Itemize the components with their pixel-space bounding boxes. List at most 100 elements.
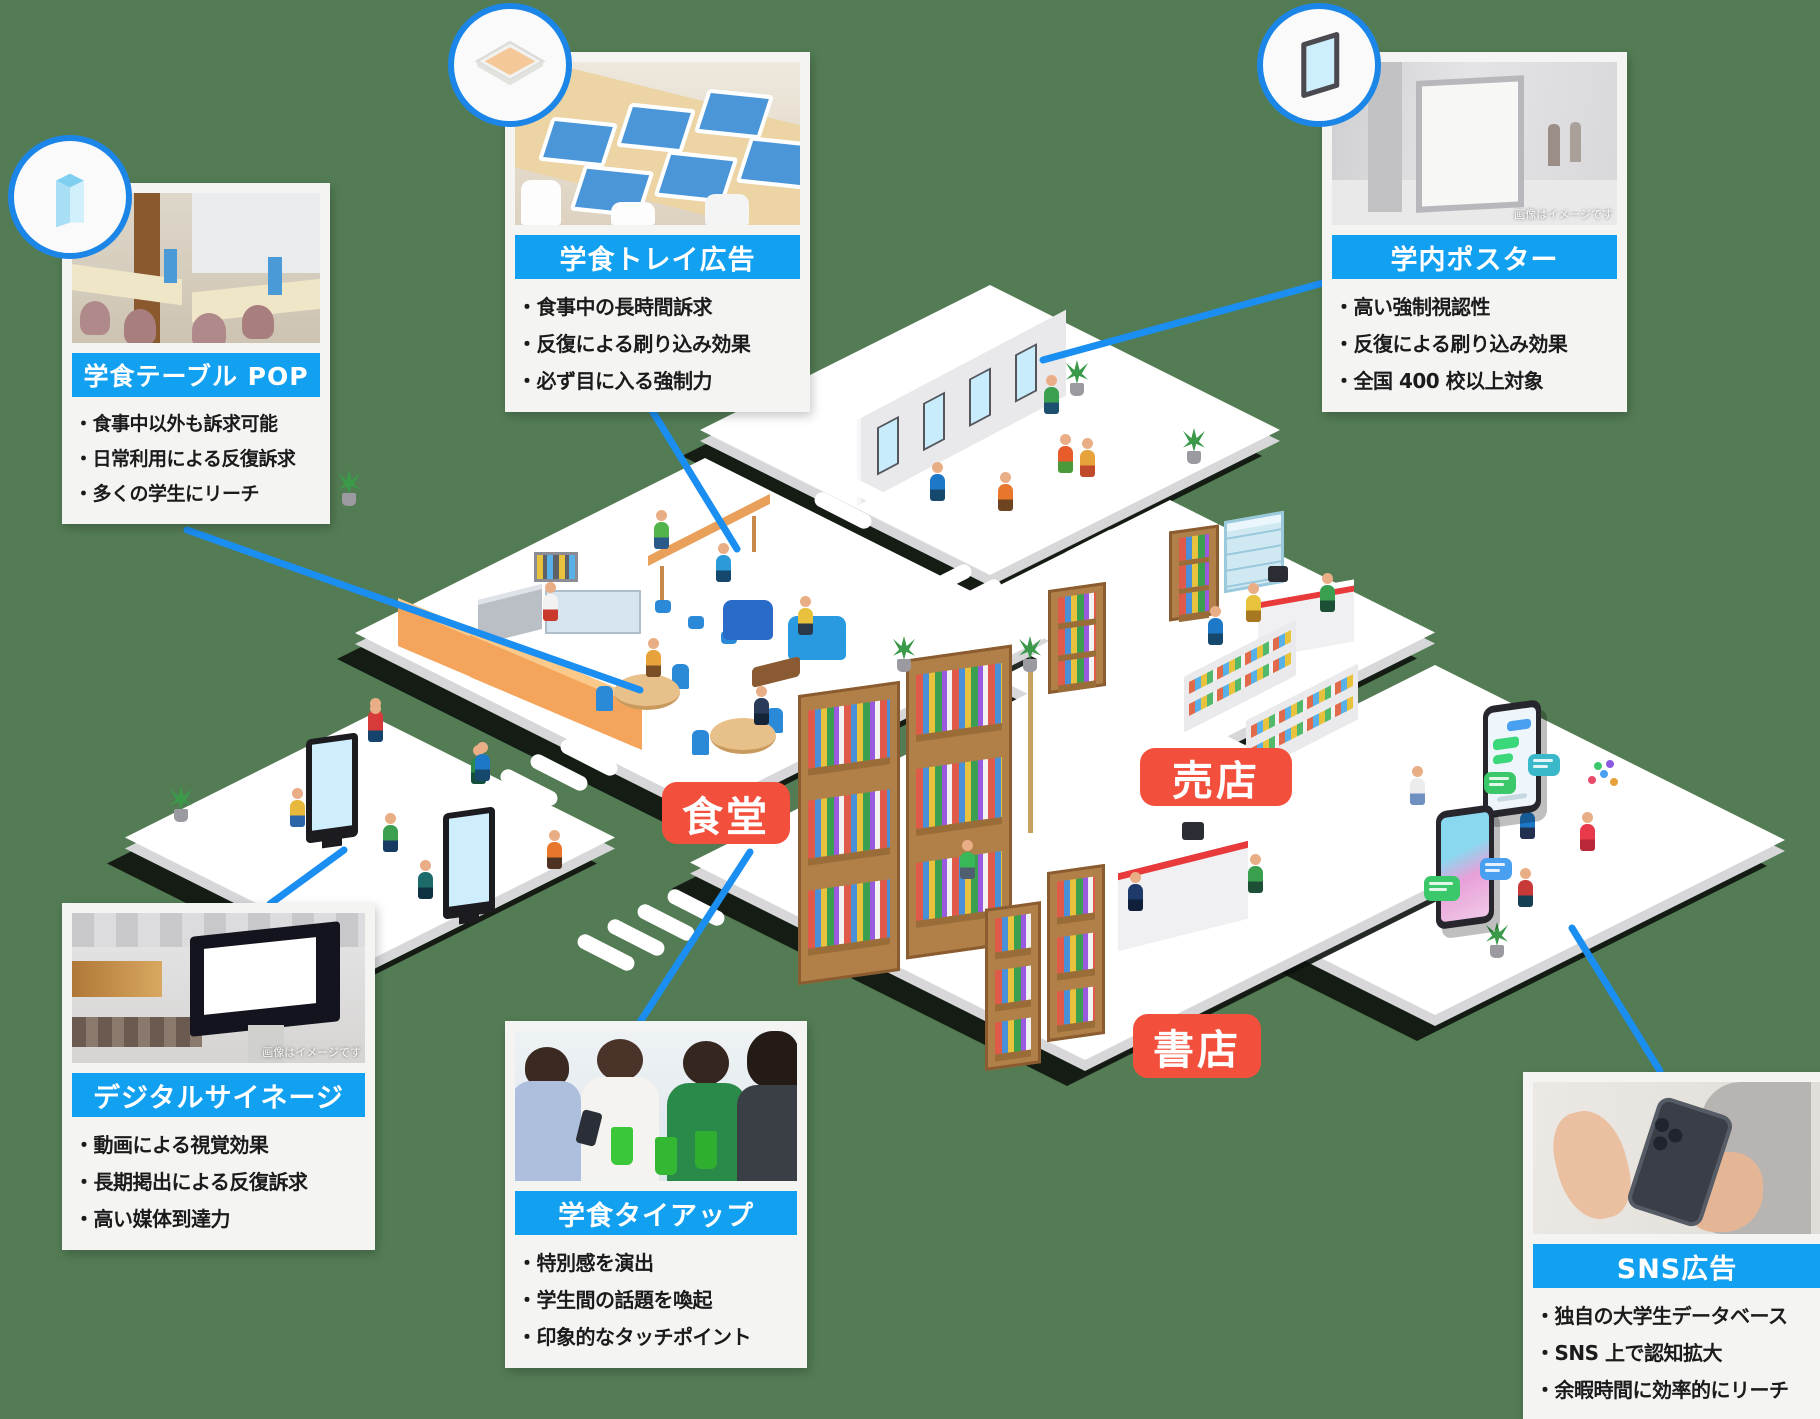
person (1208, 606, 1223, 645)
serving-display-case (545, 590, 641, 634)
photo-green-drink (611, 1127, 633, 1165)
person (1128, 872, 1143, 911)
photo-pop-stand (164, 249, 177, 283)
photo-note: 画像はイメージです (262, 1046, 361, 1059)
menu-board (534, 552, 578, 582)
bullet-list: ・独自の大学生データベース ・SNS 上で認知拡大 ・余暇時間に効率的にリーチ (1533, 1298, 1820, 1409)
person (1246, 583, 1261, 622)
wall-poster (877, 415, 899, 476)
stool (688, 616, 704, 629)
photo-tray (537, 116, 619, 168)
sofa (723, 600, 773, 640)
bullet: ・日常利用による反復訴求 (74, 448, 296, 471)
bullet: ・高い強制視認性 (1334, 295, 1491, 319)
chat-bubble (1424, 876, 1460, 901)
bullet: ・印象的なタッチポイント (517, 1325, 752, 1349)
photo-person-silhouette (1570, 122, 1581, 162)
wall-poster (1015, 343, 1037, 403)
person (1518, 868, 1533, 907)
person (960, 840, 975, 879)
photo-chair (521, 180, 561, 225)
bullet: ・反復による刷り込み効果 (517, 332, 751, 356)
person (654, 510, 669, 549)
bullet: ・食事中の長時間訴求 (517, 295, 713, 319)
bullet: ・反復による刷り込み効果 (1334, 332, 1568, 356)
card-title: 学食トレイ広告 (515, 235, 800, 279)
person (930, 462, 945, 501)
photo-chair (124, 309, 156, 343)
social-icons-burst (1588, 776, 1596, 784)
sofa (788, 616, 846, 660)
person (543, 582, 558, 621)
badge-bookstore: 書店 (1133, 1014, 1261, 1078)
book-display-shelf (985, 901, 1041, 1071)
photo-shop-lights (72, 961, 162, 997)
table-leg (660, 566, 664, 602)
bookstore-monitor (1182, 822, 1204, 840)
wall-poster (969, 367, 991, 427)
photo-chair (242, 305, 274, 339)
person (475, 742, 490, 781)
person (547, 830, 562, 869)
dining-chair (692, 730, 709, 755)
photo-student-shirt (667, 1083, 747, 1181)
photo-seats (72, 1017, 202, 1047)
photo-signage-display (204, 937, 316, 1015)
card-title: 学内ポスター (1332, 235, 1617, 279)
potted-plant (170, 786, 192, 822)
person (798, 596, 813, 635)
bullet: ・独自の大学生データベース (1535, 1304, 1788, 1328)
photo-chair (192, 313, 226, 343)
card-title: 学食タイアップ (515, 1191, 797, 1235)
card-tray-ad: 学食トレイ広告 ・食事中の長時間訴求 ・反復による刷り込み効果 ・必ず目に入る強… (505, 52, 810, 412)
table-tent-icon (8, 135, 132, 259)
bullet: ・高い媒体到達力 (74, 1207, 231, 1231)
dining-chair (596, 686, 613, 711)
stool (655, 600, 671, 613)
card-digital-signage: 画像はイメージです デジタルサイネージ ・動画による視覚効果 ・長期掲出による反… (62, 903, 375, 1250)
card-title: SNS広告 (1533, 1244, 1820, 1288)
potted-plant (338, 470, 360, 506)
photo-person-silhouette (1548, 124, 1560, 166)
digital-signage-photo: 画像はイメージです (72, 913, 365, 1063)
bullet: ・SNS 上で認知拡大 (1535, 1341, 1723, 1365)
badge-shop: 売店 (1140, 748, 1292, 806)
photo-signage-stand (248, 1025, 284, 1063)
chat-bubble (1480, 858, 1512, 880)
card-title: デジタルサイネージ (72, 1073, 365, 1117)
chat-bubble (1484, 772, 1516, 794)
person (646, 638, 661, 677)
person (418, 860, 433, 899)
person (1248, 854, 1263, 893)
person (1320, 573, 1335, 612)
bullet: ・必ず目に入る強制力 (517, 369, 713, 393)
bullet-list: ・高い強制視認性 ・反復による刷り込み効果 ・全国 400 校以上対象 (1332, 289, 1617, 400)
bullet: ・全国 400 校以上対象 (1334, 369, 1544, 393)
person (1410, 766, 1425, 805)
bullet-list: ・特別感を演出 ・学生間の話題を喚起 ・印象的なタッチポイント (515, 1245, 797, 1356)
photo-tray (615, 102, 697, 154)
potted-plant (1486, 922, 1508, 958)
shop-shelf (1048, 581, 1106, 695)
floor-lamp-pole (1028, 668, 1033, 833)
bullet: ・食事中以外も訴求可能 (74, 413, 278, 435)
photo-student-shirt (515, 1081, 581, 1181)
photo-tray (693, 88, 775, 140)
person (1080, 438, 1095, 477)
table-leg (752, 516, 756, 552)
person (1058, 434, 1073, 473)
chat-bubble (1528, 754, 1560, 776)
poster-panel-icon (1257, 3, 1381, 127)
bullet-list: ・食事中の長時間訴求 ・反復による刷り込み効果 ・必ず目に入る強制力 (515, 289, 800, 400)
tieup-photo (515, 1031, 797, 1181)
floor-lamp-plant (1019, 636, 1041, 672)
photo-chair (705, 194, 749, 225)
person (754, 686, 769, 725)
card-campus-poster: 画像はイメージです 学内ポスター ・高い強制視認性 ・反復による刷り込み効果 ・… (1322, 52, 1627, 412)
wall-poster (923, 391, 945, 452)
photo-student-shirt (737, 1085, 797, 1181)
potted-plant (1066, 360, 1088, 396)
person (383, 813, 398, 852)
person (1580, 812, 1595, 851)
bullet: ・動画による視覚効果 (74, 1133, 269, 1157)
